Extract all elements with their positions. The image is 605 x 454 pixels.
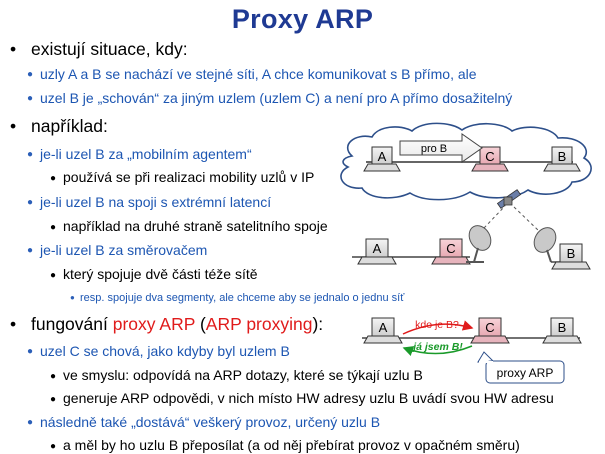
svg-text:A: A [379, 320, 388, 335]
bullet-dot-icon: ● [27, 93, 34, 104]
bullet-satellite: ●například na druhé straně satelitního s… [50, 218, 328, 234]
bullet-dot-icon: • [10, 39, 17, 59]
proxy-arp-callout: proxy ARP [477, 351, 565, 384]
satellite-dish-right-icon [533, 227, 557, 263]
svg-text:A: A [373, 241, 382, 256]
bullet-how-proxy-arp-works: •fungování proxy ARP (ARP proxying): [10, 314, 324, 334]
arp-reply-arrow [402, 345, 473, 356]
bullet-c-acts-as-b: ●uzel C se chová, jako kdyby byl uzlem B [27, 343, 290, 359]
bullet-dot-icon: • [10, 116, 17, 136]
computer-c-icon: C [431, 238, 471, 265]
bullet-mobility: ●používá se při realizaci mobility uzlů … [50, 169, 315, 185]
computer-b-icon: B [551, 243, 591, 270]
svg-text:C: C [446, 241, 455, 256]
bullet-dot-icon: ● [50, 371, 57, 382]
computer-b-icon: B [542, 317, 582, 344]
arp-reply-label: já jsem B! [411, 341, 463, 353]
bullet-dot-icon: ● [50, 394, 57, 405]
bullet-dot-icon: ● [27, 149, 34, 160]
bullet-dot-icon: ● [27, 346, 34, 357]
svg-text:C: C [485, 320, 494, 335]
arp-request-arrow [402, 320, 474, 335]
bullet-two-segments: ●resp. spojuje dva segmenty, ale chceme … [70, 292, 405, 304]
bullet-dot-icon: ● [27, 417, 34, 428]
computer-a-icon: A [357, 238, 397, 265]
computer-c-icon: C [470, 317, 510, 344]
satellite-icon [496, 189, 522, 209]
svg-text:C: C [485, 149, 494, 164]
bullet-examples: •například: [10, 116, 108, 136]
bullet-dot-icon: ● [70, 293, 75, 302]
satellite-dish-left-icon [466, 225, 492, 263]
bullet-two-parts: ●který spojuje dvě části téže sítě [50, 266, 258, 282]
bullet-generates-replies: ●generuje ARP odpovědi, v nich místo HW … [50, 390, 554, 406]
diagram-satellite-link: A C B [352, 189, 591, 270]
arp-request-label: kdo je B? [415, 319, 459, 331]
computer-a-icon: A [363, 317, 403, 344]
bullet-existing-situations: •existují situace, kdy: [10, 39, 188, 59]
bullet-hidden-node: ●uzel B je „schován“ za jiným uzlem (uzl… [27, 90, 513, 106]
bullet-dot-icon: ● [27, 197, 34, 208]
bullet-dot-icon: ● [50, 441, 57, 452]
bullet-same-network: ●uzly A a B se nachází ve stejné síti, A… [27, 66, 477, 82]
bullet-dot-icon: ● [50, 270, 57, 281]
svg-text:proxy ARP: proxy ARP [497, 366, 554, 380]
svg-text:pro B: pro B [421, 143, 447, 155]
bullet-latency: ●je-li uzel B na spoji s extrémní latenc… [27, 194, 272, 210]
bullet-receives-traffic: ●následně také „dostává“ veškerý provoz,… [27, 414, 381, 430]
diagram-mobile-agent: A C B pro B [340, 122, 592, 201]
cloud-shape [340, 122, 592, 201]
arrow-for-b-icon: pro B [399, 133, 483, 163]
bullet-answers-arp: ●ve smyslu: odpovídá na ARP dotazy, kter… [50, 367, 423, 383]
svg-text:B: B [567, 246, 576, 261]
svg-text:A: A [378, 149, 387, 164]
bullet-forwards-traffic: ●a měl by ho uzlu B přeposílat (a od něj… [50, 437, 520, 453]
svg-text:B: B [558, 149, 567, 164]
bullet-router: ●je-li uzel B za směrovačem [27, 242, 208, 258]
computer-b-icon: B [543, 146, 581, 172]
bullet-dot-icon: ● [50, 173, 57, 184]
computer-a-icon: A [363, 146, 401, 172]
computer-c-icon: C [471, 146, 509, 172]
bullet-dot-icon: ● [27, 69, 34, 80]
svg-text:B: B [558, 320, 567, 335]
bullet-dot-icon: ● [27, 245, 34, 256]
bullet-dot-icon: • [10, 314, 17, 334]
bullet-dot-icon: ● [50, 222, 57, 233]
page-title: Proxy ARP [231, 4, 374, 34]
bullet-mobile-agent: ●je-li uzel B za „mobilním agentem“ [27, 146, 252, 162]
